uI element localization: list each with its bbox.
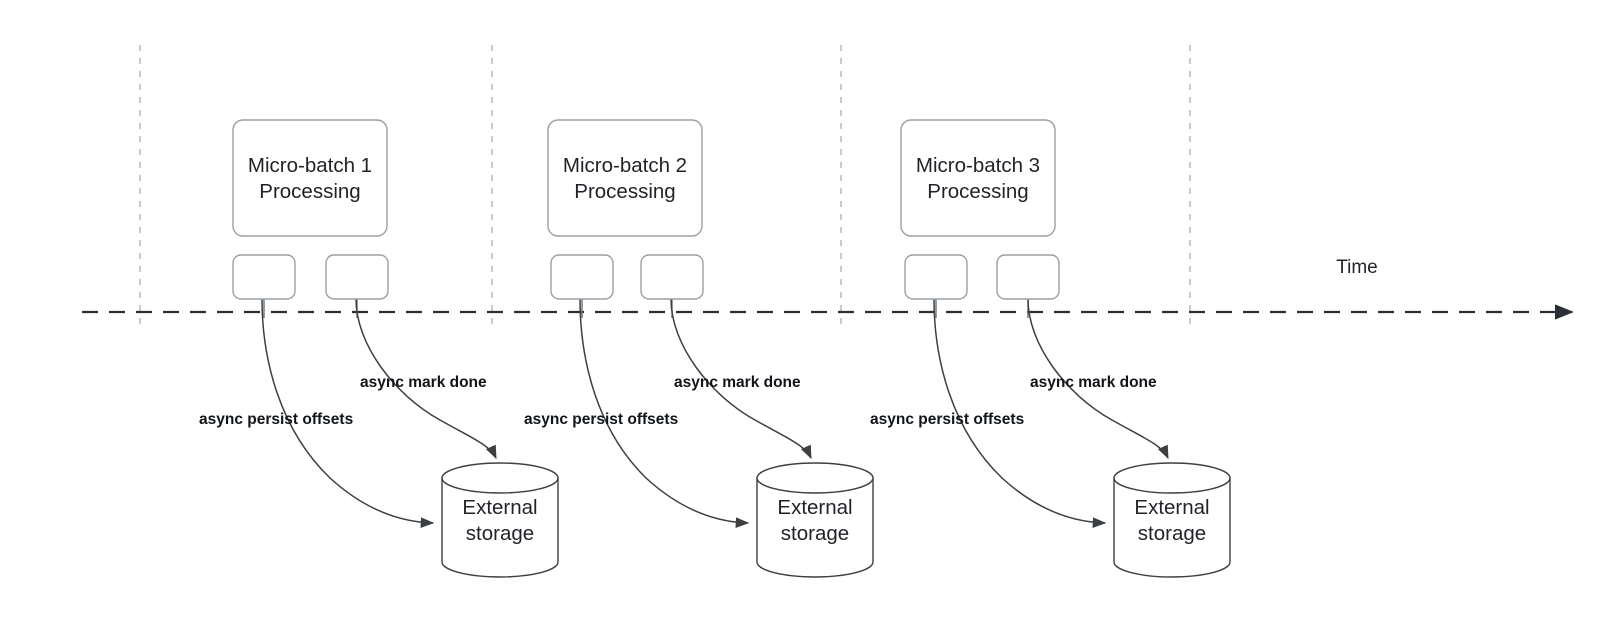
- micro-batch-2-task-b[interactable]: [640, 254, 704, 300]
- micro-batch-3-box[interactable]: [900, 119, 1056, 237]
- micro-batch-2-task-a[interactable]: [550, 254, 614, 300]
- micro-batch-1-box-line-1: Processing: [259, 180, 360, 203]
- async-persist-offsets-edge-1-label: async persist offsets: [199, 411, 353, 428]
- async-persist-offsets-edge-2-label: async persist offsets: [524, 411, 678, 428]
- time-axis-label: Time: [1336, 257, 1378, 278]
- external-storage-1-top: [441, 462, 559, 494]
- async-persist-offsets-edge-1: [261, 298, 435, 529]
- external-storage-3-line-1: storage: [1138, 522, 1206, 545]
- micro-batch-1-task-a[interactable]: [232, 254, 296, 300]
- micro-batch-2-box[interactable]: [547, 119, 703, 237]
- micro-batch-1-box[interactable]: [232, 119, 388, 237]
- micro-batch-1-box-line-0: Micro-batch 1: [248, 154, 372, 177]
- micro-batch-2-box-line-0: Micro-batch 2: [563, 154, 687, 177]
- timeline-axis-group: Time: [82, 257, 1574, 320]
- async-mark-done-edge-1-label: async mark done: [360, 374, 487, 391]
- micro-batch-3-task-a[interactable]: [904, 254, 968, 300]
- async-persist-offsets-edge-2: [579, 298, 750, 529]
- micro-batch-1-task-b[interactable]: [325, 254, 389, 300]
- external-storage-3-line-0: External: [1134, 496, 1209, 519]
- tick-lines-group: [139, 45, 1191, 330]
- external-storage-3-top: [1113, 462, 1231, 494]
- micro-batch-2-box-line-1: Processing: [574, 180, 675, 203]
- async-mark-done-edge-2-label: async mark done: [674, 374, 801, 391]
- micro-batch-3-box-line-0: Micro-batch 3: [916, 154, 1040, 177]
- async-mark-done-edge-1: [355, 298, 497, 460]
- async-mark-done-edge-3: [1027, 298, 1169, 460]
- external-storage-2-line-1: storage: [781, 522, 849, 545]
- async-persist-offsets-edge-3: [933, 298, 1107, 529]
- micro-batch-3-box-line-1: Processing: [927, 180, 1028, 203]
- async-persist-offsets-edge-3-label: async persist offsets: [870, 411, 1024, 428]
- external-storage-2-line-0: External: [777, 496, 852, 519]
- external-storage-2-top: [756, 462, 874, 494]
- external-storage-1-line-1: storage: [466, 522, 534, 545]
- external-storage-1-body[interactable]: [441, 477, 559, 578]
- async-mark-done-edge-3-label: async mark done: [1030, 374, 1157, 391]
- external-storage-1-line-0: External: [462, 496, 537, 519]
- async-mark-done-edge-2: [670, 298, 812, 460]
- external-storage-3-body[interactable]: [1113, 477, 1231, 578]
- micro-batch-3-task-b[interactable]: [996, 254, 1060, 300]
- external-storage-2-body[interactable]: [756, 477, 874, 578]
